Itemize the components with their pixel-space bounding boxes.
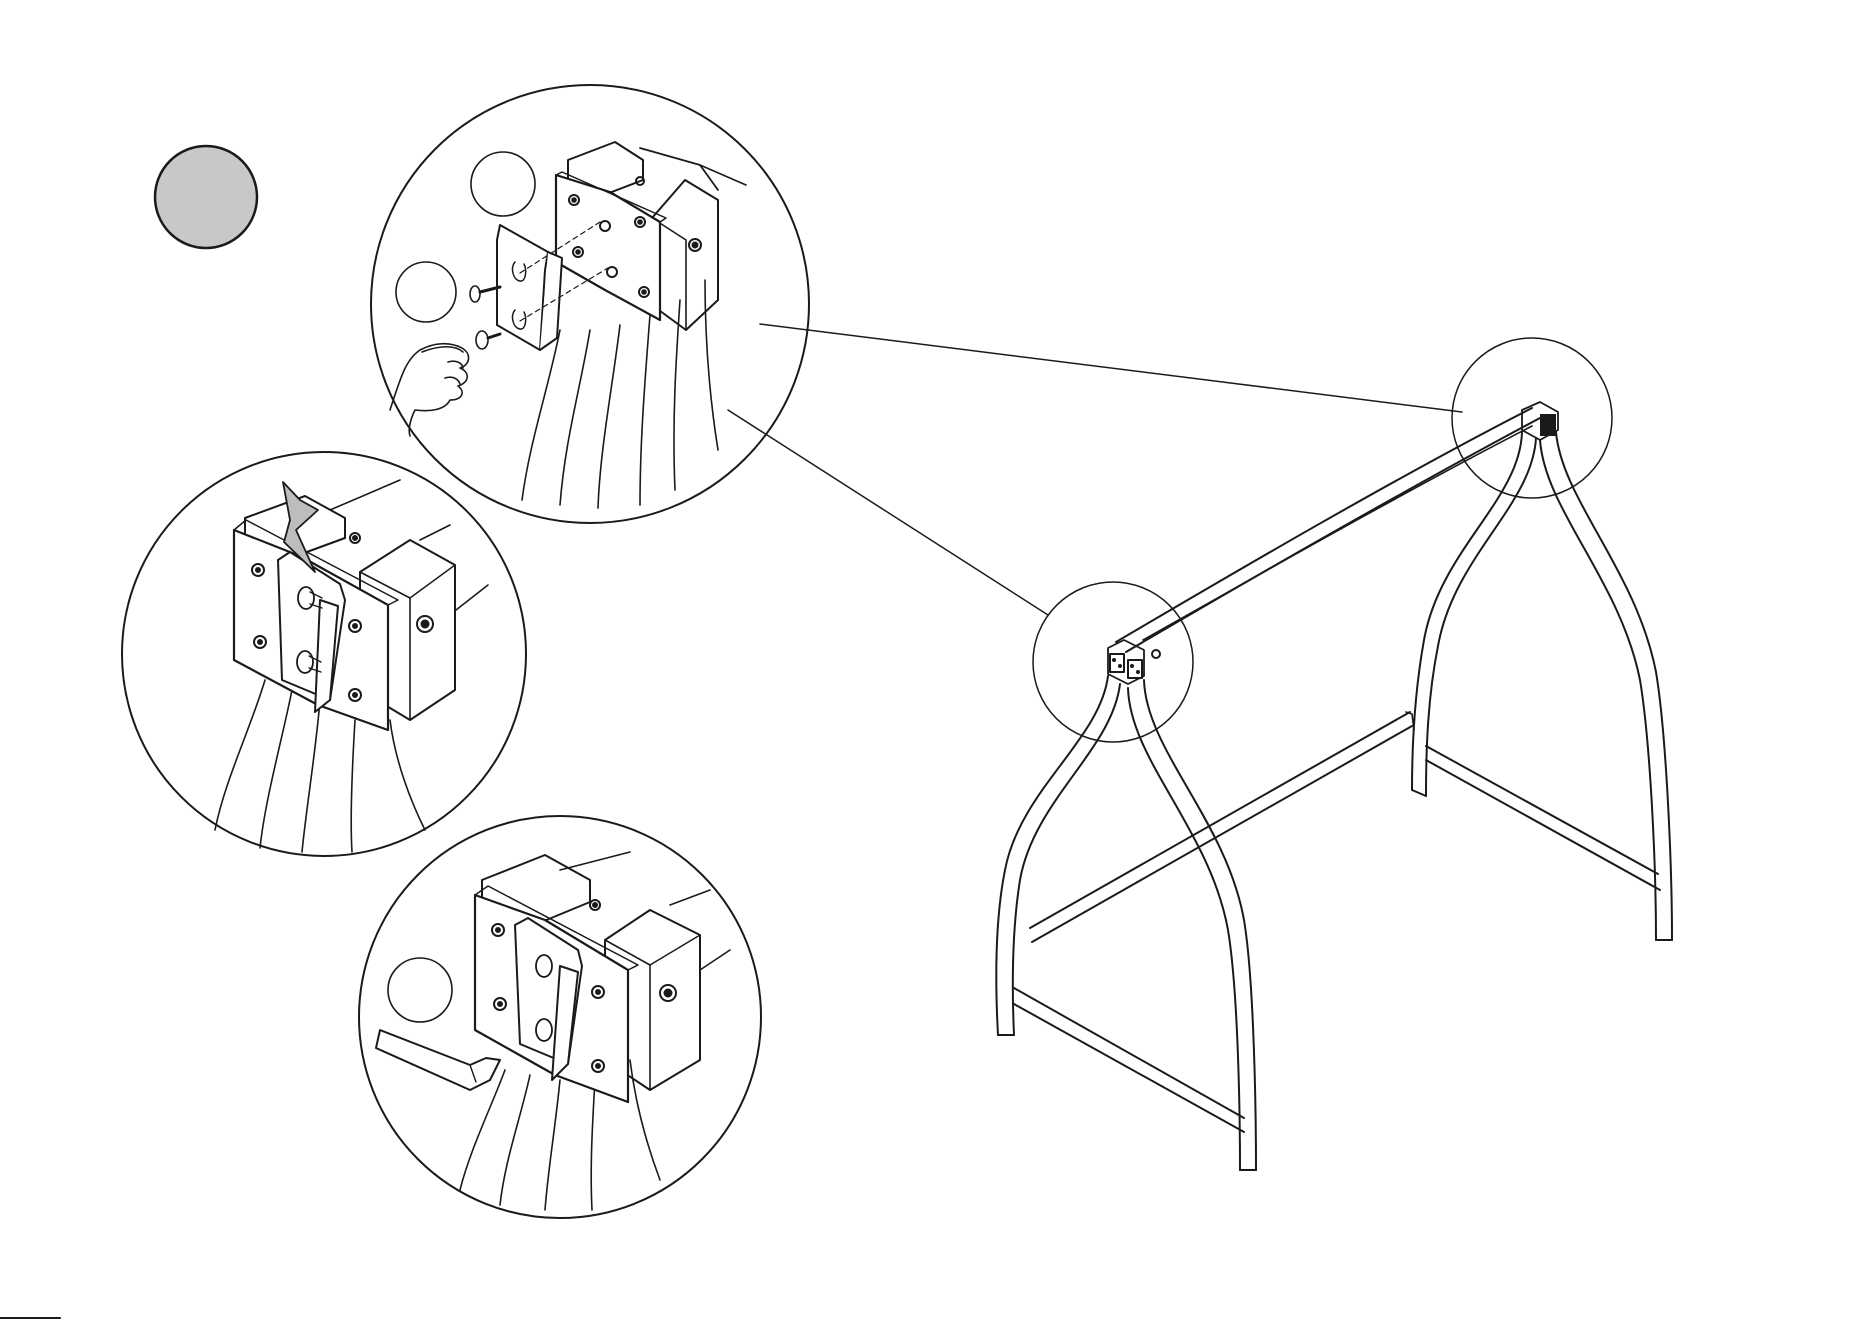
part-callout-bubble-c — [388, 958, 452, 1022]
allen-key-icon — [376, 1030, 500, 1090]
detail-view-tighten-bolts — [359, 816, 761, 1218]
part-callout-bubble-a — [471, 152, 535, 216]
callout-leader-lines — [728, 324, 1462, 615]
leg-strips — [460, 1060, 660, 1210]
detail-view-insert-screws — [371, 85, 809, 523]
detail-view-press-bracket — [122, 452, 526, 856]
step-number-circle-icon — [155, 146, 257, 248]
zoom-circle-right-corner — [1452, 338, 1612, 498]
hand-icon — [390, 344, 469, 436]
screw-1 — [470, 286, 500, 302]
table-frame — [996, 338, 1672, 1170]
part-callout-bubble-b — [396, 262, 456, 322]
screw-2 — [476, 331, 500, 349]
